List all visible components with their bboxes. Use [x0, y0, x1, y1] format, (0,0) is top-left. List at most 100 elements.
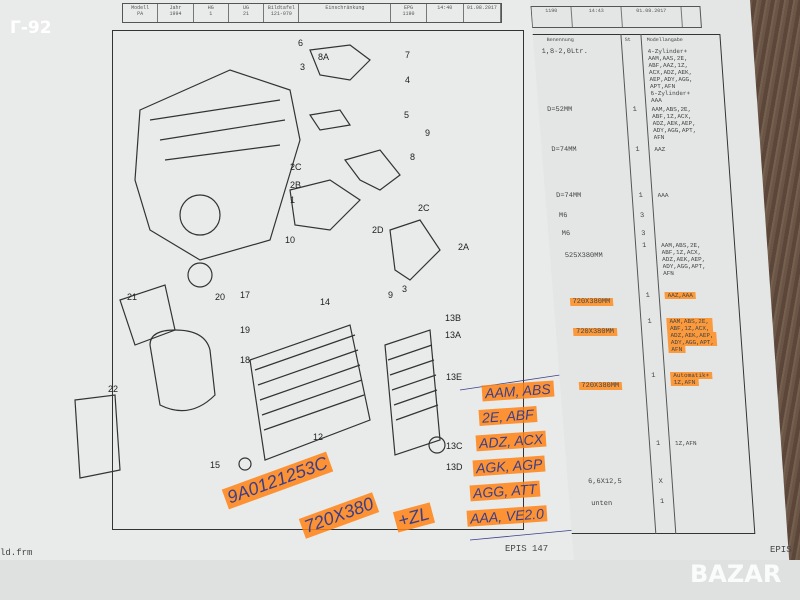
time: 14:43 — [571, 7, 623, 27]
row-qty: 1 — [645, 292, 651, 300]
row-model: ABF,AAZ,1Z, — [648, 62, 689, 69]
row-qty: X — [658, 478, 664, 486]
footer-filename: ld.frm — [0, 548, 33, 558]
part-label: 8A — [318, 52, 330, 62]
row-model: 1Z,AFN — [670, 379, 699, 386]
row-model: ABF,1Z,ACX, — [651, 113, 693, 120]
part-label: 13A — [445, 330, 462, 340]
part-label: 4 — [405, 75, 411, 85]
row-model: ADY,AGG,APT, — [667, 339, 718, 346]
epg-value: 1190 — [531, 7, 573, 27]
part-label: 9 — [388, 290, 394, 300]
part-label: 13B — [445, 313, 462, 323]
row-model: Automatik+ — [670, 372, 713, 379]
row-model: ADY,AGG,APT, — [662, 263, 707, 270]
row-name: 720X380MM — [569, 298, 614, 306]
row-model: AAZ,AAA — [664, 292, 697, 299]
part-label: 3 — [300, 62, 306, 72]
row-qty: 3 — [641, 230, 646, 238]
row-model: ADZ,AEK,AEP, — [661, 256, 706, 263]
row-qty: 1 — [647, 318, 652, 326]
part-label: 19 — [240, 325, 251, 335]
col-st: St — [624, 37, 632, 43]
row-model: 4-Zylinder+ — [647, 48, 688, 55]
part-label: 12 — [313, 432, 324, 442]
part-label: 1 — [290, 195, 296, 205]
row-model: AEP,ADY,AGG, — [649, 76, 694, 83]
row-name: 720X380MM — [572, 328, 618, 336]
row-model: AAM,AAS,2E, — [647, 55, 688, 62]
part-label: 2A — [458, 242, 470, 252]
date: 01.08.2017 — [621, 7, 683, 27]
lower-page-edge: EPIS — [0, 545, 800, 600]
row-qty: 1 — [635, 146, 640, 154]
right-footer: EPIS — [770, 545, 792, 555]
part-label: 7 — [405, 50, 411, 60]
part-label: 22 — [108, 384, 119, 394]
row-model: ADZ,AEK,AEP, — [652, 120, 697, 127]
part-label: 6 — [298, 38, 304, 48]
row-model: AAZ — [654, 146, 666, 153]
row-name: 6,6X12,5 — [587, 478, 623, 486]
radiator-exploded-diagram — [74, 44, 575, 541]
row-model: ADY,AGG,APT, — [652, 127, 697, 134]
row-qty: 1 — [641, 242, 647, 250]
part-label: 3 — [402, 284, 408, 294]
part-label: 17 — [240, 290, 251, 300]
row-name: unten — [590, 500, 613, 508]
row-qty: 3 — [639, 212, 645, 220]
row-model: AAA — [650, 97, 663, 104]
part-label: 10 — [285, 235, 296, 245]
row-model: AAM,ABS,2E, — [666, 318, 713, 325]
row-name: D=52MM — [546, 106, 573, 114]
row-model: 1Z,AFN — [674, 440, 697, 447]
row-name: M6 — [558, 212, 568, 220]
part-label: 13D — [446, 462, 463, 472]
part-label: 8 — [410, 152, 416, 162]
row-model: ADZ,AEK,AEP, — [667, 332, 717, 339]
listing-tag: Г-92 — [10, 18, 52, 38]
part-label: 13E — [446, 372, 463, 382]
row-name: D=74MM — [555, 192, 582, 200]
header-cell: Einschränkung — [299, 4, 392, 22]
part-label: 2B — [290, 180, 302, 190]
row-model: AAM,ABS,2E, — [651, 106, 692, 113]
row-name: 1,8-2,0Ltr. — [541, 48, 589, 56]
row-model: APT,AFN — [649, 83, 676, 90]
part-label: 15 — [210, 460, 221, 470]
part-label: 13C — [446, 441, 463, 451]
row-qty: 1 — [638, 192, 644, 200]
header-date: 01.08.2017 — [464, 4, 501, 22]
row-model: AAA — [657, 192, 669, 199]
part-label: 18 — [240, 355, 251, 365]
part-label: 2D — [372, 225, 384, 235]
part-label: 14 — [320, 297, 331, 307]
part-label: 20 — [215, 292, 226, 302]
col-benennung: Benennung — [546, 37, 575, 43]
part-label: 2C — [418, 203, 430, 213]
row-qty: 1 — [651, 372, 656, 380]
row-name: 525X380MM — [564, 252, 603, 260]
row-model: ABF,1Z,ACX, — [661, 249, 702, 256]
row-model: AFN — [653, 134, 665, 141]
row-name: D=74MM — [551, 146, 577, 154]
part-label: 21 — [127, 292, 138, 302]
part-label: 5 — [404, 110, 410, 120]
row-model: 6-Zylinder+ — [650, 90, 691, 97]
row-qty: 1 — [632, 106, 638, 114]
row-model: AFN — [662, 270, 675, 277]
right-header: 1190 14:43 01.08.2017 — [530, 6, 702, 28]
row-model: ABF,1Z,ACX, — [666, 325, 713, 332]
bazar-logo: BAZAR — [690, 560, 782, 588]
row-model: AAM,ABS,2E, — [660, 242, 702, 249]
row-qty: 1 — [659, 498, 665, 506]
row-model: AFN — [668, 346, 686, 353]
col-modell: Modellangabe — [646, 37, 684, 43]
